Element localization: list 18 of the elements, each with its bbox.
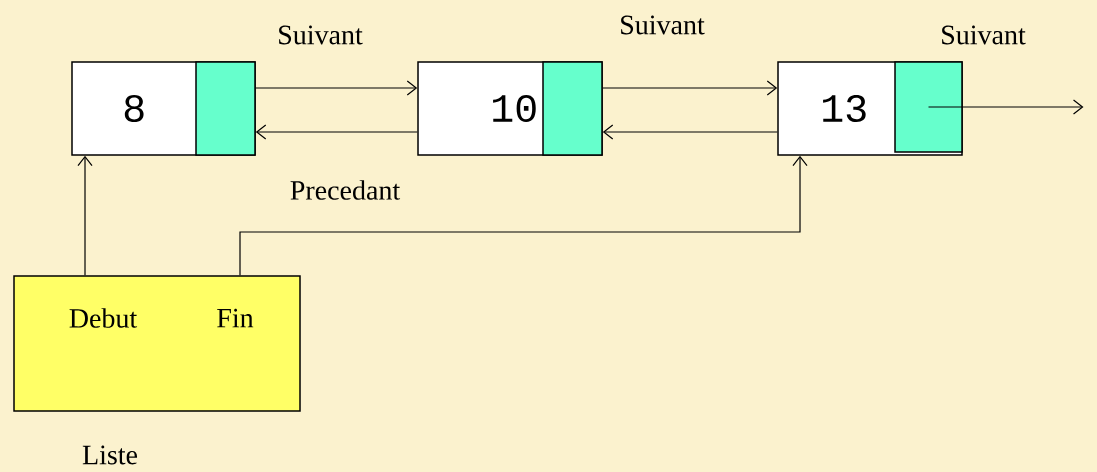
arrow xyxy=(239,155,808,276)
pointer-cell xyxy=(894,61,963,153)
arrow xyxy=(255,124,418,140)
list-header-box xyxy=(13,275,301,412)
arrow xyxy=(77,155,93,276)
list-name: Suivant xyxy=(621,15,705,35)
arrow xyxy=(255,80,418,96)
pointer-cell xyxy=(542,61,603,156)
arrow xyxy=(602,80,778,96)
list-name: Liste xyxy=(82,445,138,465)
field-name: Debut xyxy=(69,308,138,328)
pointer-label: Precedant xyxy=(290,180,401,200)
arrow xyxy=(602,124,778,140)
list-name: Suivant xyxy=(942,25,1026,45)
pointer-cell xyxy=(195,61,256,156)
list-name: Suivant xyxy=(279,25,363,45)
arrow xyxy=(927,99,1084,115)
field-name: Fin xyxy=(217,308,254,328)
